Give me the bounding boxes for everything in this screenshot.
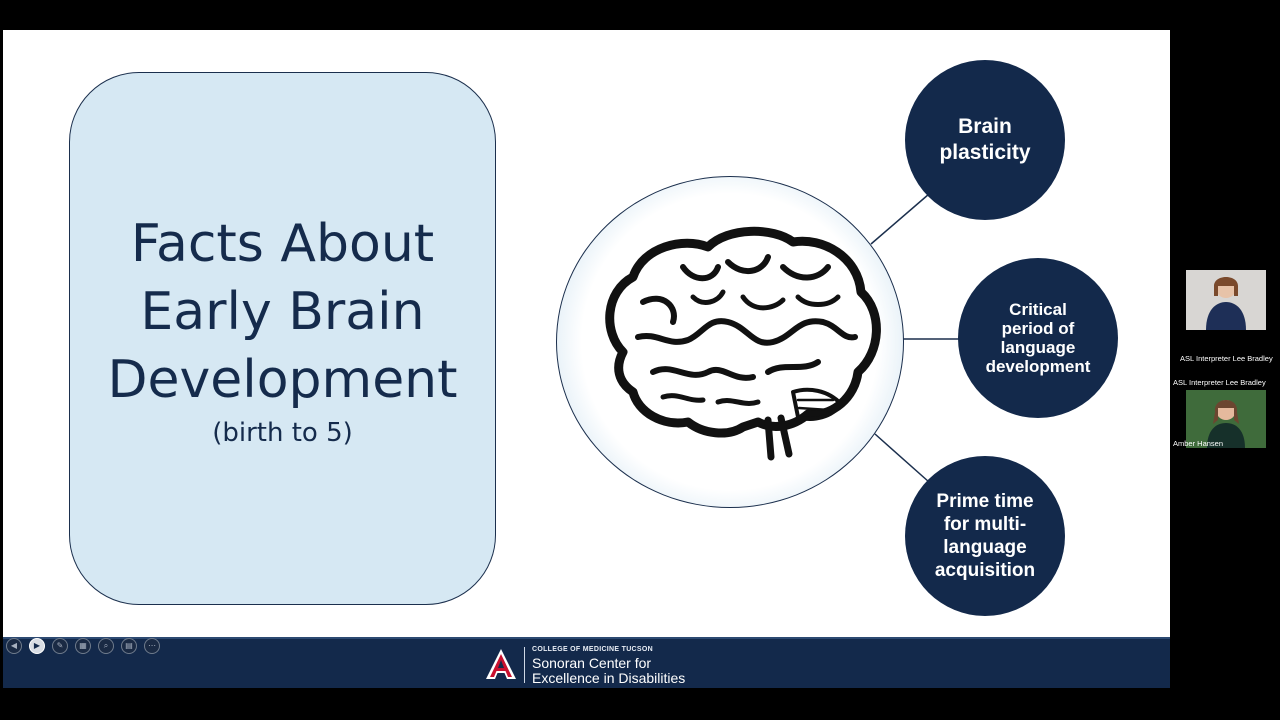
pen-icon[interactable]: ✎ xyxy=(52,638,68,654)
slides-icon[interactable]: ▦ xyxy=(75,638,91,654)
participant-video-lee-bradley[interactable] xyxy=(1186,270,1266,330)
connector-lines xyxy=(870,193,960,483)
participant-label: Amber Hansen xyxy=(1173,439,1224,448)
person-icon xyxy=(1206,277,1246,330)
logo-divider xyxy=(524,647,525,683)
subtitles-icon[interactable]: ▤ xyxy=(121,638,137,654)
center-name-line1: Sonoran Center for xyxy=(532,655,652,671)
person-icon xyxy=(1207,400,1245,448)
previous-icon[interactable]: ◀ xyxy=(6,638,22,654)
next-icon[interactable]: ▶ xyxy=(29,638,45,654)
slide-subtitle: (birth to 5) xyxy=(212,417,353,448)
brain-icon xyxy=(605,226,881,461)
participant-video-amber-hansen[interactable] xyxy=(1186,390,1266,448)
more-icon[interactable]: ⋯ xyxy=(144,638,160,654)
slide-footer: COLLEGE OF MEDICINE TUCSON Sonoran Cente… xyxy=(3,637,1170,688)
zoom-icon[interactable]: ⌕ xyxy=(98,638,114,654)
participant-label: ASL Interpreter Lee Bradley xyxy=(1173,378,1266,387)
slideshow-controls: ◀ ▶ ✎ ▦ ⌕ ▤ ⋯ xyxy=(6,638,160,654)
center-name-line2: Excellence in Disabilities xyxy=(532,670,686,686)
participant-label: ASL Interpreter Lee Bradley xyxy=(1180,354,1273,363)
college-name: COLLEGE OF MEDICINE TUCSON xyxy=(532,646,653,653)
university-a-logo-icon xyxy=(486,649,516,679)
